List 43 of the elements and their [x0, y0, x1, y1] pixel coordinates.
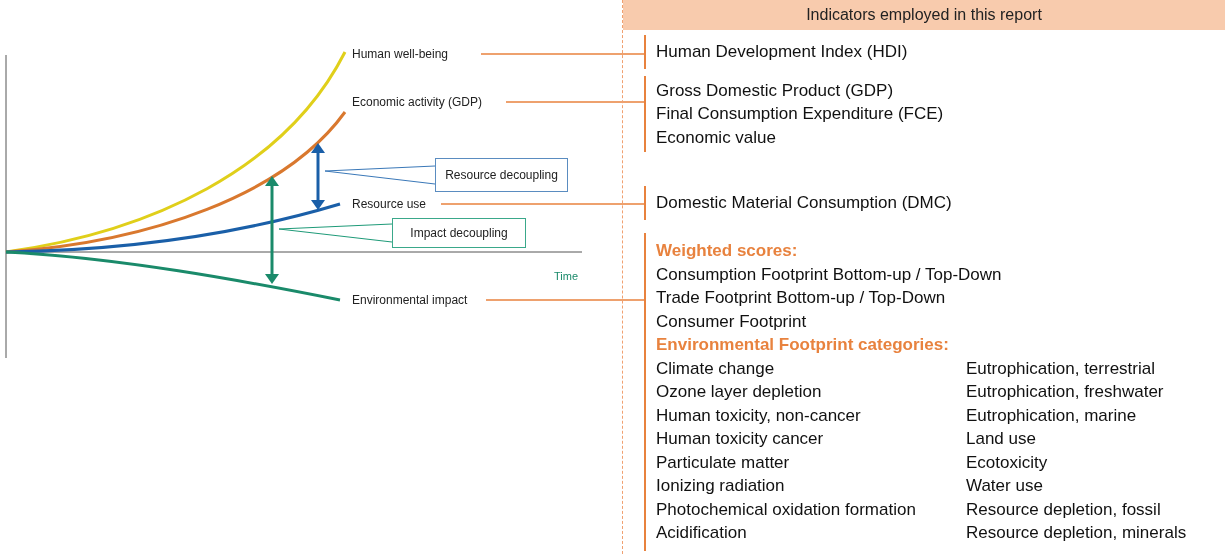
category-heading: Weighted scores:	[656, 240, 799, 263]
connector-line	[440, 203, 645, 205]
indicator-panel	[622, 0, 1225, 554]
indicator-text: Gross Domestic Product (GDP)	[656, 79, 895, 102]
table-cell-text: Human toxicity cancer	[656, 428, 825, 451]
double-arrow	[265, 176, 279, 284]
indicator-text: Human Development Index (HDI)	[656, 41, 909, 64]
table-cell-text: Acidification	[656, 522, 748, 545]
indicator-text: Domestic Material Consumption (DMC)	[656, 192, 953, 215]
connector-line	[505, 101, 645, 103]
table-cell-text: Eutrophication, marine	[966, 404, 1138, 427]
table-cell-text: Eutrophication, freshwater	[966, 381, 1165, 404]
table-cell-text: Particulate matter	[656, 451, 791, 474]
table-cell-text: Resource depletion, fossil	[966, 498, 1162, 521]
leader-line	[324, 165, 436, 185]
curve-label: Resource use	[352, 195, 437, 213]
connector-line	[480, 53, 645, 55]
panel-header: Indicators employed in this report	[623, 0, 1225, 30]
indicator-text: Consumer Footprint	[656, 310, 808, 333]
table-cell-text: Photochemical oxidation formation	[656, 498, 917, 521]
table-cell-text: Eutrophication, terrestrial	[966, 357, 1156, 380]
indicator-text: Economic value	[656, 126, 777, 149]
callout-box: Impact decoupling	[392, 218, 526, 248]
axis-label: Time	[554, 270, 579, 282]
category-heading: Environmental Footprint categories:	[656, 334, 950, 357]
double-arrow	[311, 143, 325, 210]
table-cell-text: Water use	[966, 475, 1044, 498]
indicator-text: Trade Footprint Bottom-up / Top-Down	[656, 287, 947, 310]
leader-line	[278, 223, 393, 243]
indicator-text: Consumption Footprint Bottom-up / Top-Down	[656, 263, 1003, 286]
callout-box: Resource decoupling	[435, 158, 568, 192]
table-cell-text: Ozone layer depletion	[656, 381, 823, 404]
table-cell-text: Land use	[966, 428, 1037, 451]
table-cell-text: Ionizing radiation	[656, 475, 786, 498]
table-cell-text: Resource depletion, minerals	[966, 522, 1188, 545]
indicator-text: Final Consumption Expenditure (FCE)	[656, 103, 945, 126]
curve-label: Human well-being	[352, 45, 477, 63]
connector-line	[485, 299, 645, 301]
table-cell-text: Ecotoxicity	[966, 451, 1049, 474]
curve-label: Environmental impact	[352, 291, 482, 309]
curve-label: Economic activity (GDP)	[352, 93, 502, 111]
table-cell-text: Climate change	[656, 357, 776, 380]
table-cell-text: Human toxicity, non-cancer	[656, 404, 862, 427]
